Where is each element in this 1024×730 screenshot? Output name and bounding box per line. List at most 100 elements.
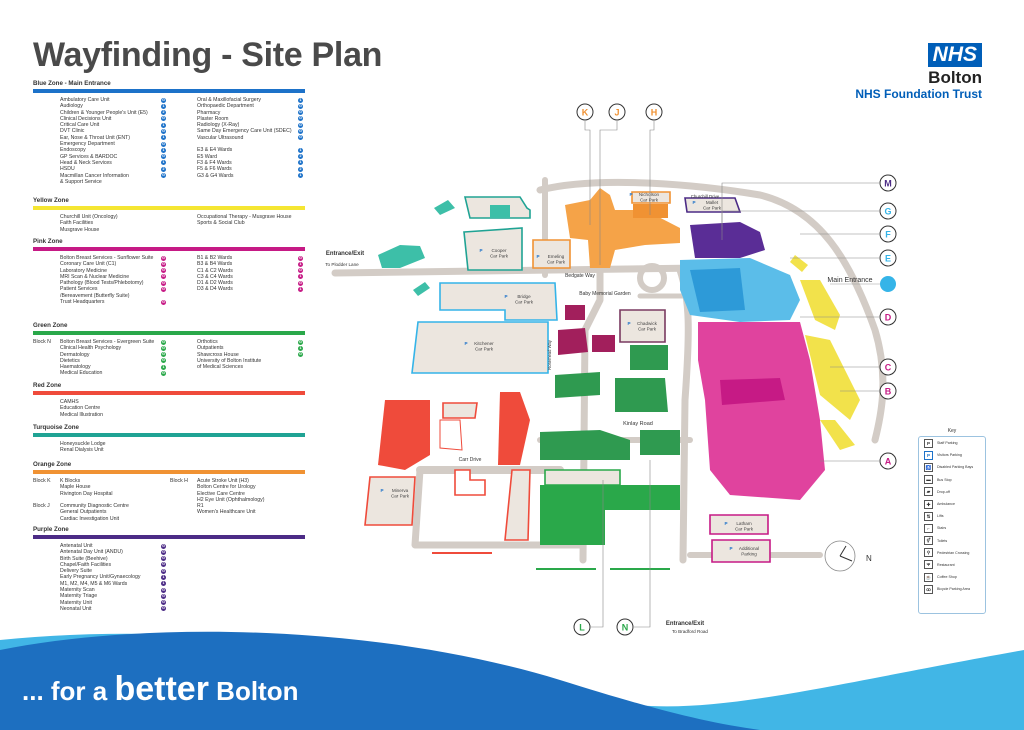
floor-badge: 1 bbox=[161, 581, 166, 587]
zone-heading: Yellow Zone bbox=[33, 197, 69, 204]
key-label: Visitors Parking bbox=[937, 453, 962, 458]
department-name: Chapel/Faith Facilities bbox=[60, 561, 112, 568]
department-name: /Bereavement (Butterfly Suite) bbox=[60, 292, 130, 299]
floor-badge: 1 bbox=[298, 274, 303, 280]
restaurant-icon: Ψ bbox=[924, 560, 933, 570]
department-name: & Support Service bbox=[60, 178, 102, 185]
maroon-building bbox=[592, 335, 615, 352]
department-name: F5 & F6 Wards bbox=[197, 166, 232, 173]
parking-symbol: P bbox=[627, 321, 630, 326]
department-name: Women's Healthcare Unit bbox=[197, 509, 256, 516]
floor-badge: G bbox=[161, 549, 166, 555]
department-name: Vascular Ultrasound bbox=[197, 134, 244, 141]
zone-heading: Red Zone bbox=[33, 382, 62, 389]
block-marker-d: D bbox=[800, 308, 897, 326]
road-carr: Carr Drive bbox=[459, 457, 482, 463]
block-marker-letter: N bbox=[622, 622, 629, 632]
department-name: Neonatal Unit bbox=[60, 605, 92, 612]
entrance-west-title: Entrance/Exit bbox=[326, 251, 364, 257]
department-name: Emergency Department bbox=[60, 141, 115, 148]
block-marker-letter: E bbox=[885, 253, 891, 263]
zone-list-item: Bolton Breast Services - Sunflower Suite… bbox=[33, 255, 168, 261]
department-name: General Outpatients bbox=[60, 509, 107, 516]
department-name: C3 & C4 Wards bbox=[197, 273, 233, 280]
car-park-kitchener-label: Kitchener bbox=[474, 341, 494, 346]
block-marker-letter: B bbox=[885, 386, 892, 396]
parking-symbol: P bbox=[692, 200, 695, 205]
department-name: Cardiac Investigation Unit bbox=[60, 515, 120, 522]
zone-list-item: C3 & C4 Wards 1 bbox=[170, 274, 305, 280]
key-title: Key bbox=[947, 428, 957, 434]
block-marker-j: J bbox=[599, 103, 626, 265]
green-building bbox=[555, 372, 600, 398]
floor-badge: G bbox=[161, 268, 166, 274]
green-boundary bbox=[536, 568, 596, 570]
key-label: Lifts bbox=[937, 514, 944, 519]
block-marker-letter: K bbox=[582, 107, 589, 117]
zone-bar bbox=[33, 331, 305, 335]
stairs-icon: ⌐ bbox=[924, 523, 933, 533]
green-building bbox=[640, 430, 680, 455]
department-name: C1 & C2 Wards bbox=[197, 267, 233, 274]
floor-badge: G bbox=[298, 116, 303, 122]
tagline: ... for a better Bolton bbox=[22, 670, 298, 709]
red-building bbox=[439, 419, 463, 451]
baby-memorial-garden: Baby Memorial Garden bbox=[579, 291, 631, 297]
block-marker-letter: M bbox=[884, 178, 892, 188]
department-name: F3 & F4 Wards bbox=[197, 159, 232, 166]
zone-list-item: Elective Care Centre bbox=[170, 491, 305, 497]
floor-badge: G bbox=[298, 280, 303, 286]
green-building bbox=[540, 430, 630, 460]
key-label: Ambulance bbox=[937, 502, 955, 507]
car-park-minerva-label: Car Park bbox=[391, 494, 410, 499]
department-name: Orthotics bbox=[197, 339, 218, 345]
zone-list-item: /Bereavement (Butterfly Suite) bbox=[33, 293, 168, 299]
car-park-chadwick-label: Car Park bbox=[638, 327, 657, 332]
zone-list-item: Education Centre bbox=[33, 405, 168, 411]
department-name: Early Pregnancy Unit/Gynaecology bbox=[60, 574, 141, 581]
floor-badge: 1 bbox=[161, 364, 166, 370]
ambulance-icon: ✚ bbox=[924, 499, 933, 509]
zone-list-item: Sports & Social Club bbox=[170, 220, 305, 226]
key-label: Staff Parking bbox=[937, 441, 958, 446]
turquoise-building bbox=[378, 245, 425, 268]
parking-symbol: P bbox=[479, 248, 482, 253]
department-name: Churchill Unit (Oncology) bbox=[60, 214, 118, 220]
nhs-bolton-logo: NHS Bolton NHS Foundation Trust bbox=[855, 43, 982, 101]
department-name: Ambulatory Care Unit bbox=[60, 97, 110, 103]
car-parks bbox=[364, 191, 771, 563]
department-name: Maple House bbox=[60, 484, 91, 491]
key-item: ▰Drop-off bbox=[919, 486, 985, 498]
floor-badge: G bbox=[161, 280, 166, 286]
floor-badge: G bbox=[161, 299, 166, 305]
key-item: ♿Disabled Parking Bays bbox=[919, 461, 985, 473]
key-label: Toilets bbox=[937, 538, 948, 543]
red-building bbox=[498, 392, 530, 465]
car-park-nicholson-label: Car Park bbox=[640, 198, 659, 203]
department-name: Dermatology bbox=[60, 351, 90, 358]
department-name: Bolton Breast Services - Sunflower Suite bbox=[60, 255, 154, 261]
yellow-building bbox=[820, 420, 855, 450]
department-name: CAMHS bbox=[60, 399, 79, 405]
main-entrance-marker bbox=[830, 276, 896, 292]
orange-building bbox=[565, 188, 680, 268]
block-marker-h: H bbox=[645, 103, 663, 215]
